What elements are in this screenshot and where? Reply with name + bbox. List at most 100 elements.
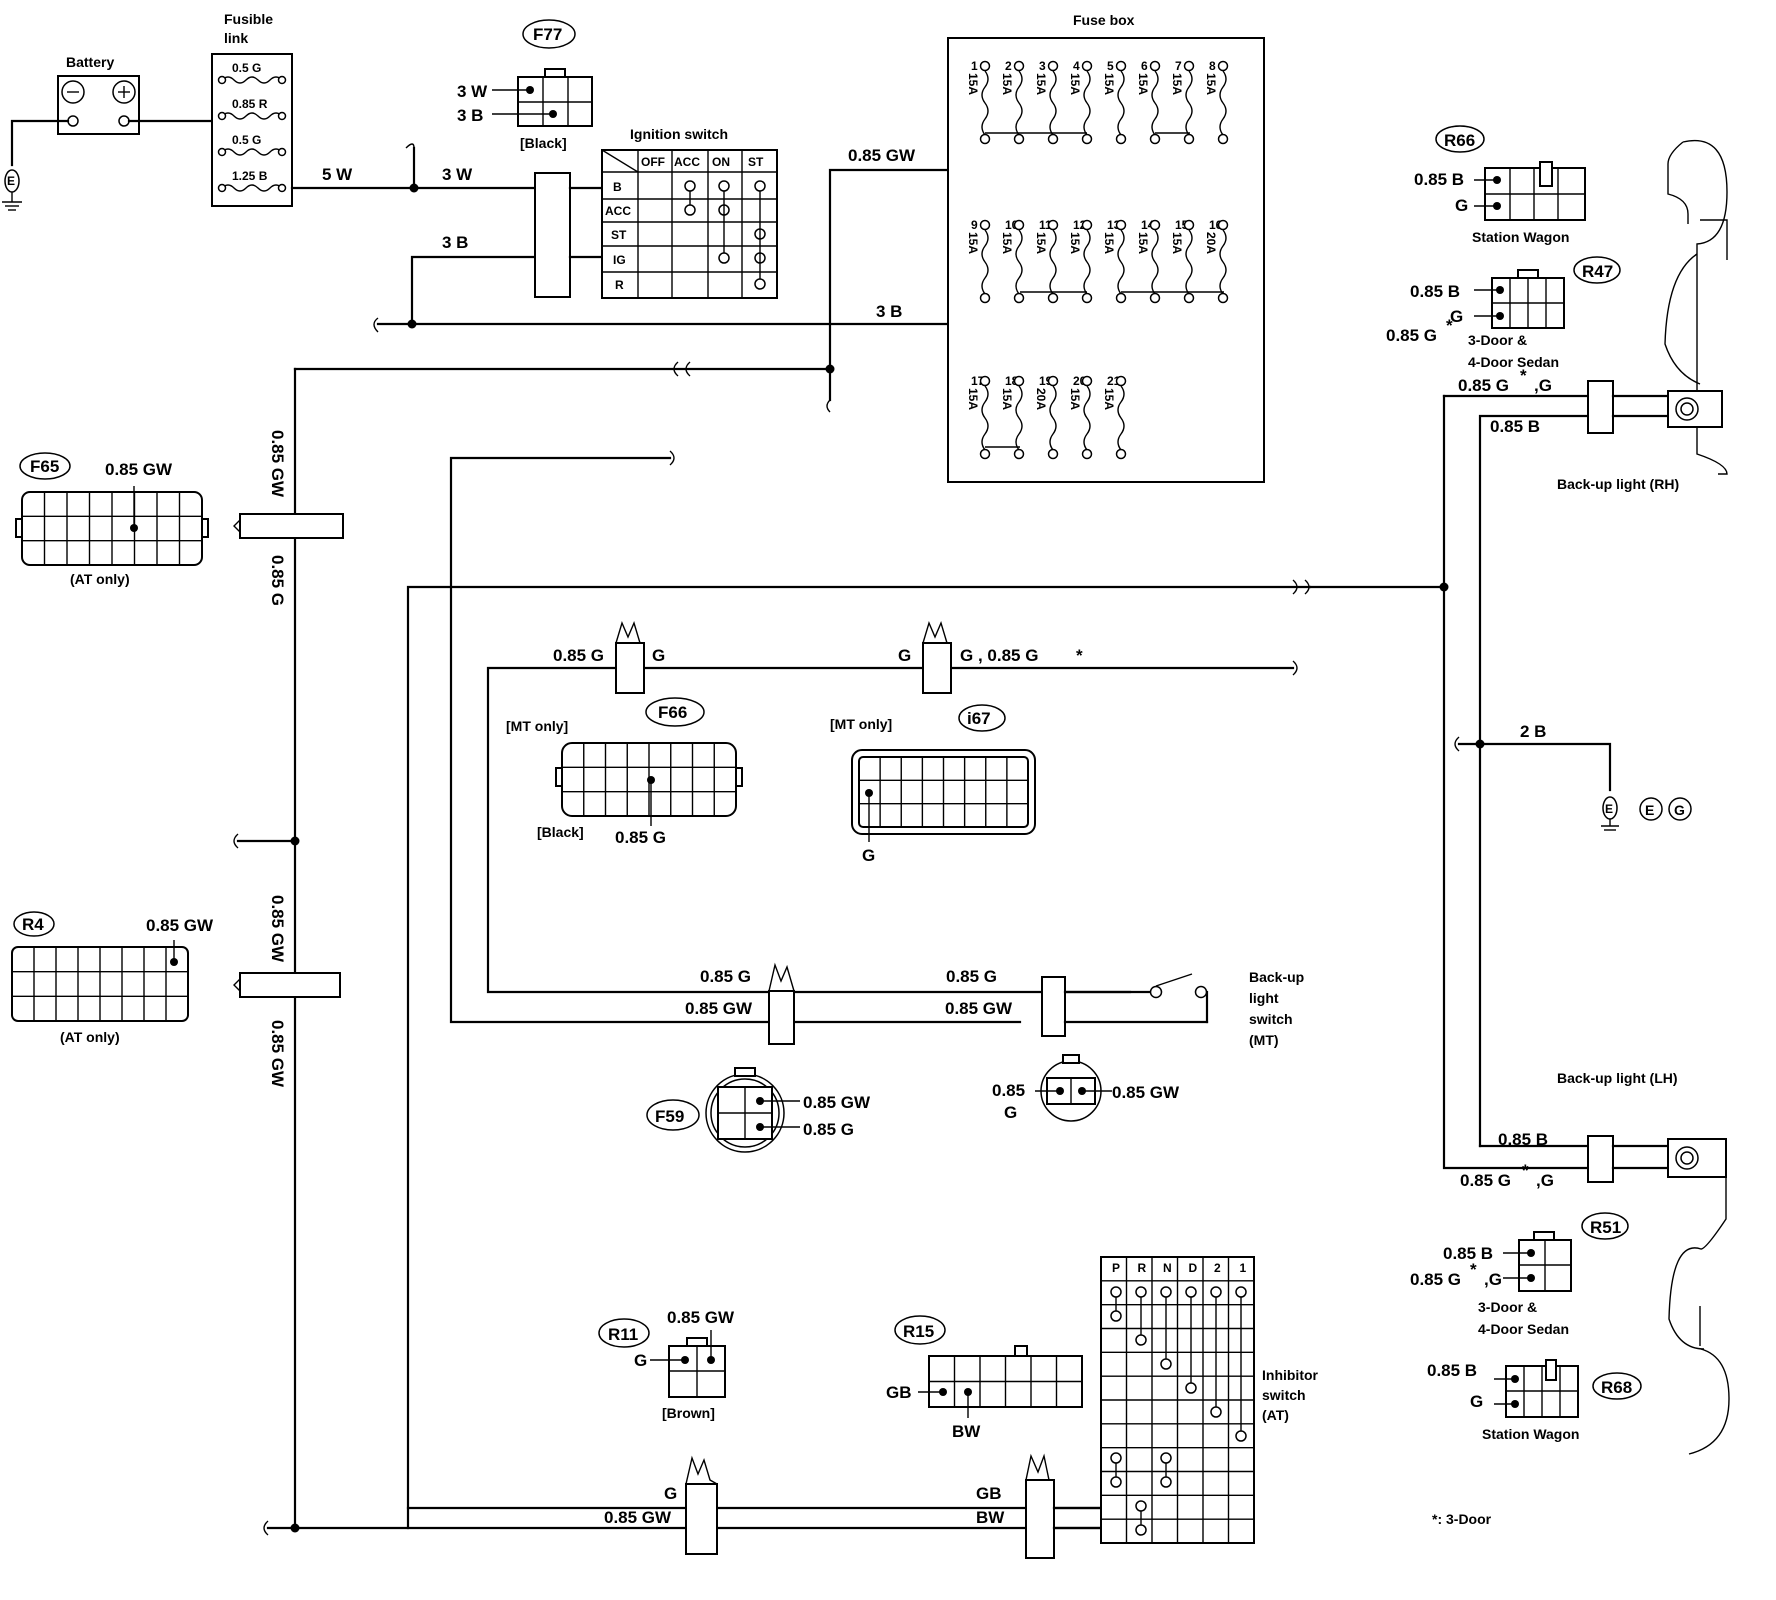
connector-i67-plug bbox=[922, 642, 952, 694]
svg-text:0.85 G: 0.85 G bbox=[803, 1120, 854, 1139]
backup-switch-label: Back-up bbox=[1249, 969, 1304, 985]
svg-text:light: light bbox=[1249, 990, 1279, 1006]
fuse-number: 1 bbox=[971, 59, 978, 73]
svg-text:F65: F65 bbox=[30, 457, 59, 476]
backup-switch-plug: 0.85 G 0.85 GW bbox=[992, 1054, 1180, 1122]
backup-light-lh: Back-up light (LH) bbox=[1557, 1070, 1730, 1455]
fuse-rating: 15A bbox=[1068, 388, 1082, 410]
inhibitor-connector-b bbox=[1025, 1479, 1055, 1559]
vert-085gw-1-label: 0.85 GW bbox=[268, 430, 287, 498]
svg-text:E: E bbox=[7, 174, 15, 188]
svg-text:R15: R15 bbox=[903, 1322, 934, 1341]
ignition-connector bbox=[534, 172, 571, 298]
svg-text:[Black]: [Black] bbox=[520, 135, 567, 151]
fuse-rating: 15A bbox=[1000, 232, 1014, 254]
svg-text:0.85 B: 0.85 B bbox=[1427, 1361, 1477, 1380]
svg-text:E: E bbox=[1605, 802, 1613, 816]
ignition-row-label: ACC bbox=[605, 204, 631, 218]
svg-text:F77: F77 bbox=[533, 25, 562, 44]
fuse-rating: 15A bbox=[1102, 388, 1116, 410]
svg-text:G: G bbox=[1004, 1103, 1017, 1122]
backup-switch-connector-b bbox=[1041, 976, 1066, 1037]
fuse-rating: 15A bbox=[966, 388, 980, 410]
svg-text:GB: GB bbox=[886, 1383, 912, 1402]
svg-text:0.85 G: 0.85 G bbox=[553, 646, 604, 665]
ignition-row-label: IG bbox=[613, 253, 626, 267]
backup-light-switch: Back-up light switch (MT) bbox=[1063, 969, 1304, 1048]
svg-text:G: G bbox=[862, 846, 875, 865]
svg-text:0.85 G: 0.85 G bbox=[1460, 1171, 1511, 1190]
fuse-box: Fuse box 115A215A315A415A515A615A715A815… bbox=[947, 12, 1265, 483]
svg-text:,G: ,G bbox=[1536, 1171, 1554, 1190]
fuse-rating: 15A bbox=[1170, 232, 1184, 254]
rh-harness-connector bbox=[1587, 380, 1614, 434]
backup-rh-label: Back-up light (RH) bbox=[1557, 476, 1679, 492]
svg-text:GB: GB bbox=[976, 1484, 1002, 1503]
svg-text:G: G bbox=[664, 1484, 677, 1503]
fuse-rating: 15A bbox=[1102, 232, 1116, 254]
svg-text:0.85 G: 0.85 G bbox=[1458, 376, 1509, 395]
ignition-col-label: ACC bbox=[674, 155, 700, 169]
wire-085gw-top-label: 0.85 GW bbox=[848, 146, 916, 165]
svg-text:*: * bbox=[1520, 366, 1527, 385]
vert-085g-label: 0.85 G bbox=[268, 555, 287, 606]
svg-text:[Black]: [Black] bbox=[537, 824, 584, 840]
svg-text:R4: R4 bbox=[22, 915, 44, 934]
svg-text:G: G bbox=[898, 646, 911, 665]
svg-text:*: * bbox=[1076, 646, 1083, 665]
svg-text:R66: R66 bbox=[1444, 131, 1475, 150]
fusible-link-label-2: link bbox=[224, 30, 248, 46]
svg-text:0.85 B: 0.85 B bbox=[1498, 1130, 1548, 1149]
svg-text:,G: ,G bbox=[1484, 1270, 1502, 1289]
svg-text:0.85 GW: 0.85 GW bbox=[105, 460, 173, 479]
svg-text:switch: switch bbox=[1249, 1011, 1293, 1027]
connector-f66: [MT only] F66 [Black] 0.85 G bbox=[506, 697, 743, 847]
footnote: *: 3-Door bbox=[1432, 1511, 1492, 1527]
ignition-switch-label: Ignition switch bbox=[630, 126, 728, 142]
fuse-rating: 20A bbox=[1204, 232, 1218, 254]
ignition-col-label: OFF bbox=[641, 155, 665, 169]
fusible-link: Fusible link 0.5 G 0.85 R 0.5 G 1.25 B bbox=[211, 11, 293, 207]
svg-text:BW: BW bbox=[952, 1422, 981, 1441]
ignition-row-label: R bbox=[615, 278, 624, 292]
battery: Battery bbox=[57, 54, 140, 135]
connector-f77: F77 3 W 3 B [Black] bbox=[457, 19, 593, 151]
svg-text:F59: F59 bbox=[655, 1107, 684, 1126]
svg-text:G: G bbox=[1450, 307, 1463, 326]
fuse-number: 8 bbox=[1209, 59, 1216, 73]
backup-lh-label: Back-up light (LH) bbox=[1557, 1070, 1678, 1086]
fuse-rating: 15A bbox=[966, 232, 980, 254]
inhibitor-position-label: R bbox=[1138, 1261, 1147, 1275]
svg-text:(AT only): (AT only) bbox=[60, 1029, 120, 1045]
inhibitor-position-label: 1 bbox=[1240, 1261, 1247, 1275]
fuse-rating: 15A bbox=[1000, 388, 1014, 410]
ignition-row-label: ST bbox=[611, 228, 627, 242]
inhibitor-position-label: N bbox=[1163, 1261, 1172, 1275]
wire-3w-label: 3 W bbox=[442, 165, 473, 184]
svg-text:R68: R68 bbox=[1601, 1378, 1632, 1397]
wire-2b-label: 2 B bbox=[1520, 722, 1546, 741]
svg-text:R11: R11 bbox=[608, 1325, 638, 1344]
svg-text:BW: BW bbox=[976, 1508, 1005, 1527]
ground-eg-icon: E E G bbox=[1601, 796, 1692, 831]
connector-r47: R47 0.85 B G 0.85 G * 3-Door & 4-Door Se… bbox=[1386, 256, 1621, 370]
svg-text:0.85 GW: 0.85 GW bbox=[803, 1093, 871, 1112]
svg-text:1.25 B: 1.25 B bbox=[232, 169, 268, 183]
connector-r66: R66 0.85 B G Station Wagon bbox=[1414, 125, 1586, 245]
svg-text:G: G bbox=[1455, 196, 1468, 215]
svg-text:R47: R47 bbox=[1582, 262, 1613, 281]
vert-085gw-3-label: 0.85 GW bbox=[268, 1020, 287, 1088]
svg-text:0.85: 0.85 bbox=[992, 1081, 1025, 1100]
svg-text:F66: F66 bbox=[658, 703, 687, 722]
fuse-rating: 15A bbox=[966, 73, 980, 95]
fuse-rating: 15A bbox=[1034, 232, 1048, 254]
fuse-rating: 15A bbox=[1136, 232, 1150, 254]
svg-text:[MT only]: [MT only] bbox=[506, 718, 568, 734]
fuse-number: 5 bbox=[1107, 59, 1114, 73]
svg-text:0.85 GW: 0.85 GW bbox=[1112, 1083, 1180, 1102]
vert-085gw-2-label: 0.85 GW bbox=[268, 895, 287, 963]
svg-text:0.85 GW: 0.85 GW bbox=[604, 1508, 672, 1527]
inhibitor-connector-a bbox=[685, 1483, 718, 1555]
